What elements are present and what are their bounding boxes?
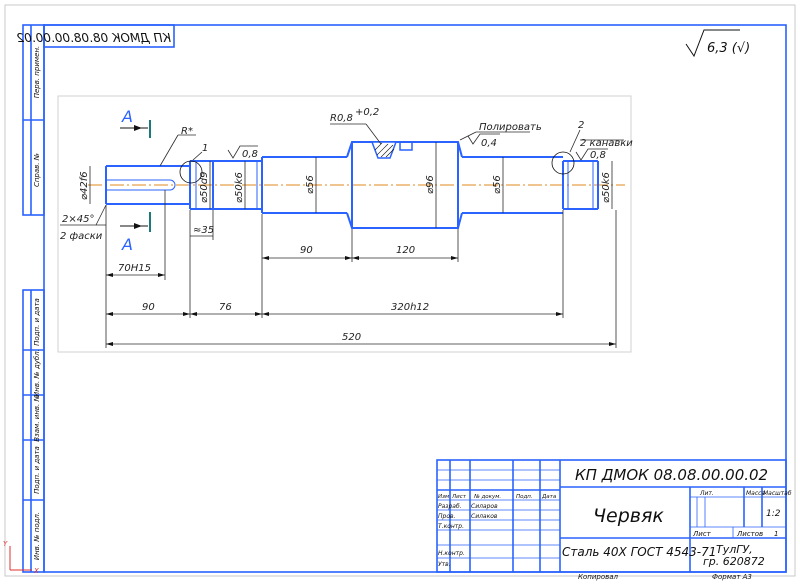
title-block: КП ДМОК 08.08.00.00.02 Червяк Сталь 40Х … (436, 459, 792, 581)
tb-h-masshtab: Масштаб (763, 490, 792, 497)
diameter-dimensions: ⌀42f6 ⌀50d9 ⌀50k6 ⌀56 ⌀96 ⌀56 ⌀50k6 (79, 142, 613, 228)
label-podp-data-1: Подп. и дата (33, 298, 41, 346)
dim-d50d9: ⌀50d9 (199, 172, 210, 203)
leader-1-label: 1 (202, 143, 208, 154)
annotations: R* 1 0,8 R0,8 +0,2 Полировать 0,4 2 2 ка… (60, 107, 633, 242)
fask-label: 2 фаски (60, 231, 103, 242)
label-perv-primen: Перв. примен. (33, 46, 41, 99)
linear-dimensions: ≈35 70H15 90 120 90 76 320h12 520 (105, 190, 617, 348)
roughness-general: 6,3 (√) (685, 29, 750, 58)
binding-strip: Перв. примен. Справ. № Подп. и дата Инв.… (22, 24, 45, 573)
axis-indicator: Y X (3, 540, 39, 575)
tb-format: Формат А3 (712, 573, 752, 581)
label-inv-dubl: Инв. № дубл. (33, 349, 41, 397)
dim-90-left: 90 (142, 302, 155, 313)
axis-y-label: Y (3, 540, 8, 548)
tb-org-line2: гр. 620872 (703, 555, 765, 568)
label-podp-data-2: Подп. и дата (33, 446, 41, 494)
section-marker-top: A (120, 107, 151, 138)
dim-520: 520 (342, 332, 361, 343)
label-vzam-inv: Взам. инв. № (33, 394, 41, 442)
dim-90-middle: 90 (300, 245, 313, 256)
dim-70h15: 70H15 (118, 263, 151, 274)
tb-kopiroval: Копировал (578, 573, 619, 581)
tb-h-lit: Лит. (699, 490, 714, 497)
rough-04-label: 0,4 (481, 138, 497, 149)
dim-d56-right: ⌀56 (492, 175, 503, 194)
tb-h-list2: Лист (692, 530, 712, 538)
tb-h-podp: Подп. (516, 494, 533, 500)
sheet-edge (4, 4, 796, 577)
rough-08-left: 0,8 (242, 149, 258, 160)
tb-role-tkontr: Т.контр. (438, 523, 464, 530)
tb-person-razrab: Силаров (471, 503, 498, 510)
mirrored-stamp-text: КП ДМОК 08.08.00.00.02 (17, 31, 171, 45)
tb-h-no-dokum: № докум. (473, 494, 501, 500)
tb-h-list: Лист (451, 494, 467, 500)
worm-thread-section (370, 141, 413, 159)
dim-76: 76 (219, 302, 232, 313)
tb-part-name: Червяк (593, 505, 664, 527)
section-label-bottom: A (121, 235, 133, 254)
tb-scale: 1:2 (766, 509, 781, 519)
main-frame (43, 24, 787, 573)
tb-role-utv: Утв. (438, 561, 451, 568)
tb-role-prov: Пров. (438, 513, 456, 520)
section-marker-bottom: A (120, 212, 151, 254)
dim-d42: ⌀42f6 (79, 171, 90, 200)
leader-2-label: 2 (578, 120, 584, 131)
tb-org-line1: ТулГУ, (716, 543, 753, 556)
rough-08-right: 0,8 (590, 150, 606, 161)
dim-320h12: 320h12 (391, 302, 429, 313)
roughness-general-text: 6,3 (√) (707, 41, 750, 56)
tb-material: Сталь 40Х ГОСТ 4543-71 (562, 545, 716, 559)
kanavki-label: 2 канавки (580, 138, 633, 149)
shaft-details (106, 161, 594, 209)
view-area (57, 95, 632, 353)
tb-h-listov: Листов (736, 530, 763, 538)
dim-120: 120 (396, 245, 415, 256)
tb-h-massa: Масса (746, 490, 765, 497)
label-sprav-no: Справ. № (33, 153, 41, 187)
tb-listov-value: 1 (774, 530, 778, 538)
tb-code: КП ДМОК 08.08.00.00.02 (575, 466, 768, 484)
tb-h-data: Дата (541, 494, 557, 500)
mirrored-stamp: КП ДМОК 08.08.00.00.02 (17, 24, 175, 48)
label-inv-podl: Инв. № подл. (33, 512, 41, 560)
tb-role-razrab: Разраб. (438, 503, 462, 510)
dim-approx35: ≈35 (193, 225, 214, 236)
dim-d50k6-left: ⌀50k6 (234, 172, 245, 203)
r08-tolerance: +0,2 (355, 107, 379, 118)
chamfer-label: 2×45° (62, 214, 94, 225)
tb-person-prov: Силаков (471, 513, 498, 520)
r08-label: R0,8 (330, 113, 353, 124)
shaft-outline (105, 141, 599, 229)
detail-circle-1 (179, 160, 203, 184)
dim-d56-left: ⌀56 (305, 175, 316, 194)
tb-h-izm: Изм (438, 494, 449, 500)
dim-d96: ⌀96 (425, 175, 436, 194)
r-star-label: R* (181, 126, 193, 137)
detail-circle-2 (551, 151, 575, 175)
axis-x-label: X (33, 567, 39, 575)
polirovat-label: Полировать (479, 122, 542, 133)
dim-d50k6-right: ⌀50k6 (601, 172, 612, 203)
tb-role-nkontr: Н.контр. (438, 550, 465, 557)
section-label-top: A (121, 107, 133, 126)
